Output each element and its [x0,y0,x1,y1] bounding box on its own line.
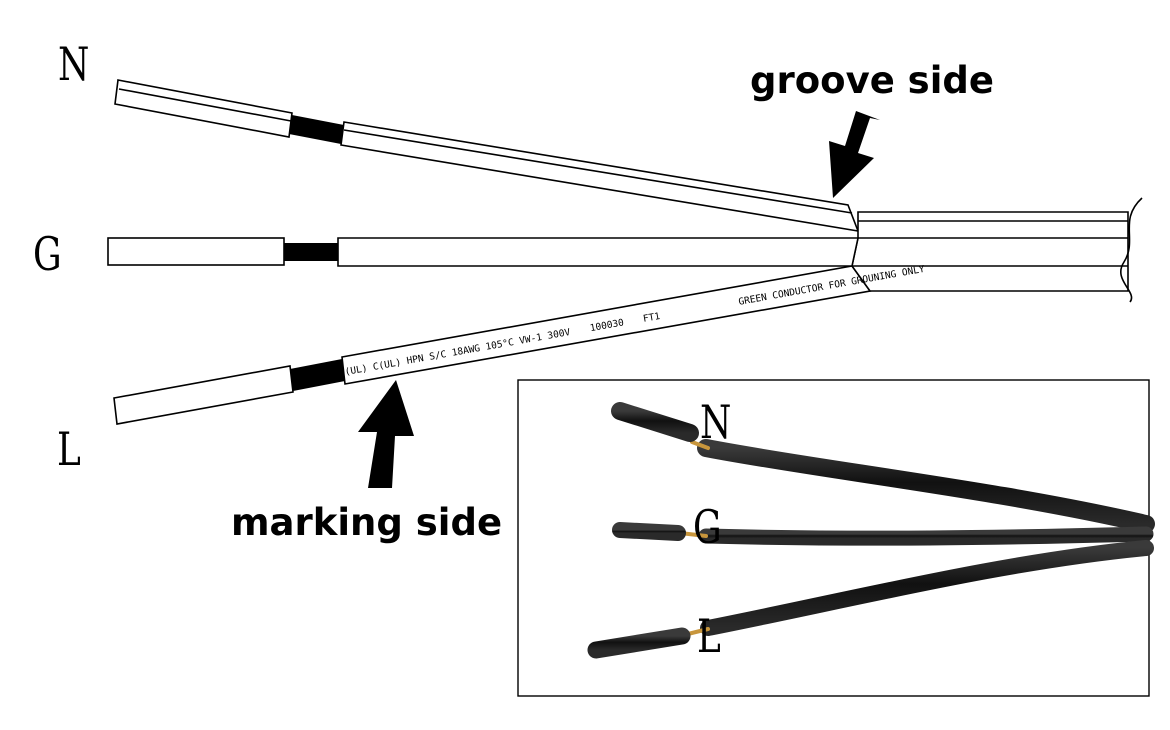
neutral-wire [114,79,860,233]
inset-n-cable [697,439,1155,533]
inset-label-l: L [697,610,721,664]
wire-print-lot: FT1 [642,311,661,325]
photo-inset: N G L [517,379,1155,697]
label-n: N [58,38,89,92]
inset-label-g: G [693,501,722,555]
cable-break-mark [1120,197,1143,303]
cable-jacket [851,197,1143,303]
marking-arrow-icon [358,380,414,488]
label-l: L [57,423,81,477]
groove-arrow-icon [829,111,880,198]
neutral-strip-tape [289,115,344,144]
inset-g-cable [698,526,1154,546]
inset-l-cable [700,540,1154,636]
line-strip-tape [290,359,345,391]
label-g: G [33,228,62,282]
callout-groove-side: groove side [750,59,994,102]
inset-label-n: N [700,396,731,450]
ground-strip-tape [284,243,338,261]
ground-wire [107,237,859,267]
callout-marking-side: marking side [231,501,502,544]
